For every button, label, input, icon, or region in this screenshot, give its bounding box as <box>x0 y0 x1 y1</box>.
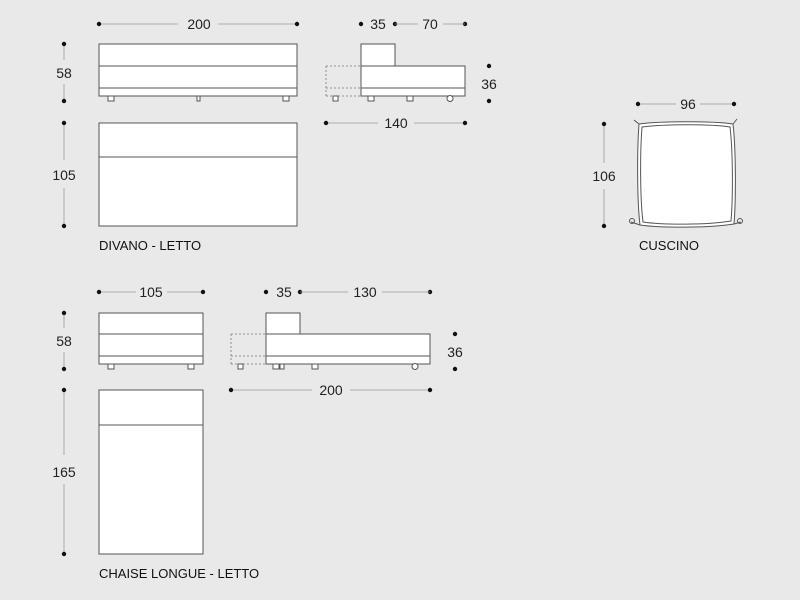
chaise-side-view <box>230 312 431 370</box>
cuscino-height-dimension: 106 <box>592 121 616 229</box>
divano-front-view <box>98 43 298 102</box>
chaise-width-dimension: 105 <box>96 284 206 300</box>
divano-open-depth-dimension: 140 <box>323 115 468 131</box>
chaise-side-top-dimensions: 35 130 <box>263 284 433 300</box>
cuscino-height-label: 106 <box>592 168 616 184</box>
chaise-armrest-label: 35 <box>276 284 292 300</box>
cuscino-caption: CUSCINO <box>639 238 699 253</box>
cuscino-group: 96 106 CUSCINO <box>592 96 743 253</box>
chaise-longue-caption: CHAISE LONGUE - LETTO <box>99 566 259 581</box>
divano-height-label: 58 <box>56 65 72 81</box>
divano-seat-height-dimension: 36 <box>481 63 497 104</box>
chaise-depth-label: 165 <box>52 464 76 480</box>
chaise-depth-dimension: 165 <box>52 387 76 557</box>
divano-open-depth-label: 140 <box>384 115 408 131</box>
chaise-height-label: 58 <box>56 333 72 349</box>
divano-seat-depth-label: 70 <box>422 16 438 32</box>
chaise-seat-height-label: 36 <box>447 344 463 360</box>
divano-letto-caption: DIVANO - LETTO <box>99 238 201 253</box>
divano-seat-height-label: 36 <box>481 76 497 92</box>
divano-plan-view <box>98 122 298 227</box>
chaise-height-dimension: 58 <box>56 310 72 372</box>
chaise-longue-group: 105 58 165 CHAISE LONGUE - LETTO <box>52 284 463 581</box>
chaise-open-depth-dimension: 200 <box>228 382 433 398</box>
chaise-plan-view <box>98 389 204 555</box>
chaise-seat-height-dimension: 36 <box>447 331 463 372</box>
divano-height-dimension: 58 <box>56 41 72 104</box>
cuscino-width-label: 96 <box>680 96 696 112</box>
chaise-front-view <box>98 312 204 370</box>
divano-width-dimension: 200 <box>96 16 300 32</box>
chaise-seat-depth-label: 130 <box>353 284 377 300</box>
divano-letto-group: 200 58 105 <box>52 16 497 253</box>
divano-side-top-dimensions: 35 70 <box>358 16 468 32</box>
divano-depth-dimension: 105 <box>52 120 76 229</box>
divano-side-view <box>325 43 466 102</box>
cuscino-width-dimension: 96 <box>635 96 737 112</box>
chaise-open-depth-label: 200 <box>319 382 343 398</box>
chaise-width-label: 105 <box>139 284 163 300</box>
divano-armrest-label: 35 <box>370 16 386 32</box>
cuscino-drawing <box>629 118 743 228</box>
divano-depth-label: 105 <box>52 167 76 183</box>
divano-width-label: 200 <box>187 16 211 32</box>
